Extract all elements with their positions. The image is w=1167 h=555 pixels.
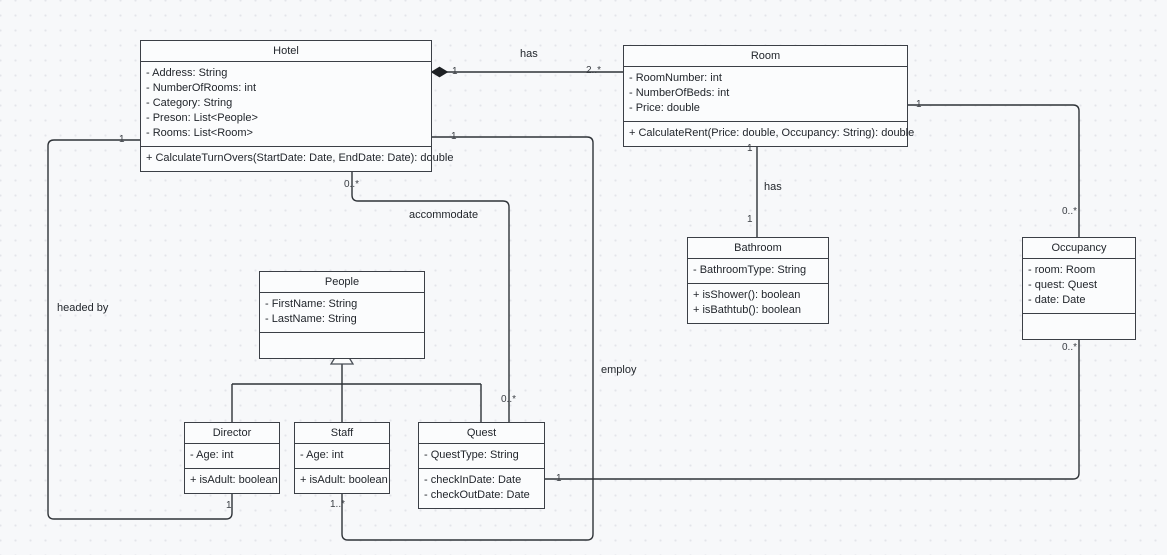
class-room[interactable]: Room - RoomNumber: int - NumberOfBeds: i… bbox=[623, 45, 915, 147]
class-quest-title: Quest bbox=[419, 423, 544, 444]
class-people-title: People bbox=[260, 272, 424, 293]
multiplicity-director-headedby: 1 bbox=[226, 500, 232, 511]
class-bathroom-attributes: - BathroomType: String bbox=[688, 259, 828, 284]
class-director[interactable]: Director - Age: int + isAdult: boolean bbox=[184, 422, 280, 494]
attribute-row: - Age: int bbox=[190, 449, 234, 461]
class-staff-attributes: - Age: int bbox=[295, 444, 389, 469]
class-room-methods: + CalculateRent(Price: double, Occupancy… bbox=[624, 122, 915, 146]
class-staff-title: Staff bbox=[295, 423, 389, 444]
method-row: + isAdult: boolean bbox=[190, 474, 278, 486]
class-bathroom[interactable]: Bathroom - BathroomType: String + isShow… bbox=[687, 237, 829, 324]
method-row: - checkOutDate: Date bbox=[424, 489, 530, 501]
attribute-row: - room: Room bbox=[1028, 264, 1096, 276]
attribute-row: - quest: Quest bbox=[1028, 279, 1098, 291]
multiplicity-hotel-has: 1 bbox=[452, 66, 458, 77]
class-quest-methods: - checkInDate: Date - checkOutDate: Date bbox=[419, 469, 544, 508]
attribute-row: - Rooms: List<Room> bbox=[146, 127, 253, 139]
class-director-title: Director bbox=[185, 423, 279, 444]
class-bathroom-methods: + isShower(): boolean + isBathtub(): boo… bbox=[688, 284, 828, 323]
class-room-attributes: - RoomNumber: int - NumberOfBeds: int - … bbox=[624, 67, 907, 122]
edge-label-has-hotel-room: has bbox=[520, 48, 538, 60]
class-quest-attributes: - QuestType: String bbox=[419, 444, 544, 469]
class-bathroom-title: Bathroom bbox=[688, 238, 828, 259]
multiplicity-bathroom-top: 1 bbox=[747, 214, 753, 225]
class-hotel-methods: + CalculateTurnOvers(StartDate: Date, En… bbox=[141, 147, 454, 171]
edge-quest-occupancy bbox=[545, 324, 1080, 480]
edge-label-headed-by: headed by bbox=[57, 302, 109, 314]
class-occupancy[interactable]: Occupancy - room: Room - quest: Quest - … bbox=[1022, 237, 1136, 340]
edge-label-accommodate: accommodate bbox=[409, 209, 479, 221]
class-occupancy-methods bbox=[1023, 314, 1135, 339]
class-occupancy-attributes: - room: Room - quest: Quest - date: Date bbox=[1023, 259, 1135, 314]
class-people-attributes: - FirstName: String - LastName: String bbox=[260, 293, 424, 333]
multiplicity-quest-right: 1 bbox=[556, 473, 562, 484]
attribute-row: - NumberOfBeds: int bbox=[629, 87, 730, 99]
attribute-row: - date: Date bbox=[1028, 294, 1086, 306]
multiplicity-hotel-accommodate: 0..* bbox=[344, 179, 360, 190]
attribute-row: - Preson: List<People> bbox=[146, 112, 258, 124]
multiplicity-occupancy-bottom: 0..* bbox=[1062, 342, 1078, 353]
multiplicity-staff-employ: 1..* bbox=[330, 499, 346, 510]
method-row: + CalculateTurnOvers(StartDate: Date, En… bbox=[146, 152, 454, 164]
attribute-row: - Age: int bbox=[300, 449, 344, 461]
multiplicity-room-has: 2..* bbox=[586, 65, 602, 76]
multiplicity-room-right: 1 bbox=[916, 99, 922, 110]
class-people[interactable]: People - FirstName: String - LastName: S… bbox=[259, 271, 425, 359]
edge-label-has-room-bathroom: has bbox=[764, 181, 782, 193]
attribute-row: - Address: String bbox=[146, 67, 228, 79]
edge-room-occupancy bbox=[908, 104, 1080, 237]
attribute-row: - Category: String bbox=[146, 97, 233, 109]
multiplicity-room-bottom: 1 bbox=[747, 143, 753, 154]
attribute-row: - FirstName: String bbox=[265, 298, 358, 310]
multiplicity-hotel-headedby: 1 bbox=[119, 134, 125, 145]
class-staff-methods: + isAdult: boolean bbox=[295, 469, 389, 493]
class-quest[interactable]: Quest - QuestType: String - checkInDate:… bbox=[418, 422, 545, 509]
attribute-row: - QuestType: String bbox=[424, 449, 519, 461]
multiplicity-quest-accommodate: 0..* bbox=[501, 394, 517, 405]
attribute-row: - Price: double bbox=[629, 102, 700, 114]
attribute-row: - LastName: String bbox=[265, 313, 357, 325]
class-occupancy-title: Occupancy bbox=[1023, 238, 1135, 259]
class-hotel-attributes: - Address: String - NumberOfRooms: int -… bbox=[141, 62, 431, 147]
attribute-row: - BathroomType: String bbox=[693, 264, 807, 276]
method-row: + CalculateRent(Price: double, Occupancy… bbox=[629, 127, 915, 139]
class-staff[interactable]: Staff - Age: int + isAdult: boolean bbox=[294, 422, 390, 494]
class-director-methods: + isAdult: boolean bbox=[185, 469, 279, 493]
composition-diamond-hotel bbox=[430, 66, 449, 78]
attribute-row: - RoomNumber: int bbox=[629, 72, 722, 84]
method-row: + isAdult: boolean bbox=[300, 474, 388, 486]
attribute-row: - NumberOfRooms: int bbox=[146, 82, 257, 94]
class-people-methods bbox=[260, 333, 424, 358]
method-row: + isShower(): boolean bbox=[693, 289, 801, 301]
class-director-attributes: - Age: int bbox=[185, 444, 279, 469]
class-hotel[interactable]: Hotel - Address: String - NumberOfRooms:… bbox=[140, 40, 454, 172]
method-row: - checkInDate: Date bbox=[424, 474, 522, 486]
class-room-title: Room bbox=[624, 46, 907, 67]
multiplicity-hotel-employ: 1 bbox=[451, 131, 457, 142]
multiplicity-occupancy-top: 0..* bbox=[1062, 206, 1078, 217]
class-hotel-title: Hotel bbox=[141, 41, 431, 62]
edge-label-employ: employ bbox=[601, 364, 637, 376]
method-row: + isBathtub(): boolean bbox=[693, 304, 801, 316]
